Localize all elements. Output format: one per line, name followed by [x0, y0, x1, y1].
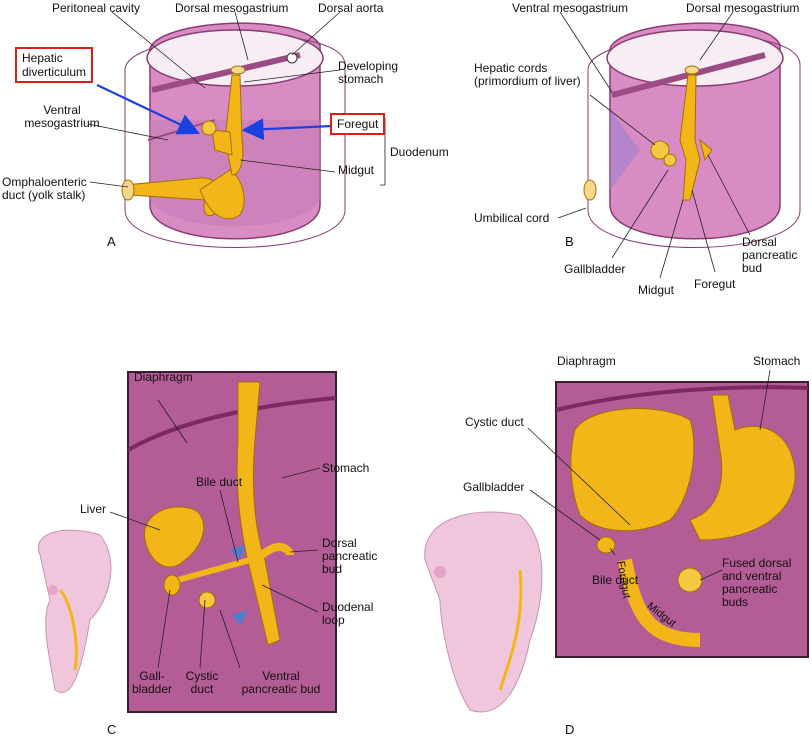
ventral-mesogastrium-a-line-2: mesogastrium: [24, 116, 100, 130]
fused-buds-line-3: pancreatic: [722, 582, 778, 596]
label-umbilical-cord: Umbilical cord: [474, 211, 550, 225]
label-dorsal-aorta: Dorsal aorta: [318, 1, 384, 15]
dorsal-pancreatic-b-line-3: bud: [742, 261, 763, 275]
label-ventral-pancreatic-bud: Ventral pancreatic bud: [234, 670, 328, 696]
label-fused-buds: Fused dorsal and ventral pancreatic buds: [722, 557, 791, 609]
duodenal-loop-line-2: loop: [322, 613, 345, 627]
fused-buds-line-4: buds: [722, 595, 749, 609]
label-dorsal-pancreatic-bud-b: Dorsal pancreatic bud: [742, 236, 797, 275]
developing-stomach-line-2: stomach: [338, 72, 384, 86]
label-liver: Liver: [80, 502, 107, 516]
label-dorsal-mesogastrium-a: Dorsal mesogastrium: [175, 1, 289, 15]
gallbladder-c-line-2: bladder: [131, 682, 173, 696]
panel-d-drawing: [424, 369, 809, 713]
label-cystic-duct-d: Cystic duct: [465, 415, 524, 429]
label-hepatic-cords: Hepatic cords (primordium of liver): [474, 62, 581, 88]
dorsal-pancreatic-b-line-2: pancreatic: [742, 248, 798, 262]
label-bile-duct-c: Bile duct: [196, 475, 243, 489]
label-gallbladder-c: Gall- bladder: [126, 670, 178, 696]
panel-a-drawing: [87, 11, 386, 248]
panel-letter-d: D: [565, 722, 575, 737]
developing-stomach-line-1: Developing: [338, 59, 399, 73]
panel-letter-a: A: [107, 234, 116, 249]
dorsal-pancreatic-c-line-2: pancreatic: [322, 549, 378, 563]
fused-buds-line-1: Fused dorsal: [722, 556, 792, 570]
dorsal-pancreatic-c-line-1: Dorsal: [322, 536, 357, 550]
dorsal-pancreatic-c-line-3: bud: [322, 562, 343, 576]
label-omphaloenteric-duct: Omphaloenteric duct (yolk stalk): [2, 176, 87, 202]
cystic-duct-c-line-1: Cystic: [185, 669, 219, 683]
label-bile-duct-d: Bile duct: [592, 573, 639, 587]
label-gallbladder-d: Gallbladder: [463, 480, 525, 494]
panel-c-drawing: [37, 371, 337, 713]
hepatic-diverticulum-line-2: diverticulum: [22, 65, 87, 79]
label-duodenal-loop: Duodenal loop: [322, 601, 373, 627]
label-midgut-b: Midgut: [638, 283, 675, 297]
omphaloenteric-line-1: Omphaloenteric: [2, 175, 87, 189]
label-stomach-d: Stomach: [753, 354, 801, 368]
label-diaphragm-d: Diaphragm: [557, 354, 616, 368]
panel-letter-c: C: [107, 722, 117, 737]
panel-b-drawing: [557, 11, 801, 279]
label-gallbladder-b: Gallbladder: [564, 262, 626, 276]
ventral-mesogastrium-a-line-1: Ventral: [43, 103, 81, 117]
label-dorsal-mesogastrium-b: Dorsal mesogastrium: [686, 1, 800, 15]
label-stomach-c: Stomach: [322, 461, 370, 475]
label-peritoneal-cavity: Peritoneal cavity: [52, 1, 141, 15]
label-cystic-duct-c: Cystic duct: [182, 670, 222, 696]
fused-buds-line-2: and ventral: [722, 569, 782, 583]
label-foregut-b: Foregut: [694, 277, 736, 291]
ventral-pancreatic-line-2: pancreatic bud: [241, 682, 321, 696]
panel-letter-b: B: [565, 234, 574, 249]
hepatic-cords-line-2: (primordium of liver): [474, 74, 581, 88]
hepatic-cords-line-1: Hepatic cords: [474, 61, 548, 75]
label-dorsal-pancreatic-bud-c: Dorsal pancreatic bud: [322, 537, 377, 576]
label-duodenum: Duodenum: [390, 145, 449, 159]
ventral-pancreatic-line-1: Ventral: [262, 669, 300, 683]
label-hepatic-diverticulum-highlight: Hepatic diverticulum: [15, 47, 94, 83]
label-ventral-mesogastrium-a: Ventral mesogastrium: [22, 104, 102, 130]
label-foregut-highlight: Foregut: [330, 113, 386, 135]
cystic-duct-c-line-2: duct: [190, 682, 214, 696]
label-midgut-a: Midgut: [338, 163, 375, 177]
label-developing-stomach: Developing stomach: [338, 60, 398, 86]
dorsal-pancreatic-b-line-1: Dorsal: [742, 235, 777, 249]
duodenal-loop-line-1: Duodenal: [322, 600, 374, 614]
hepatic-diverticulum-line-1: Hepatic: [22, 51, 63, 65]
label-ventral-mesogastrium-b: Ventral mesogastrium: [512, 1, 629, 15]
label-diaphragm-c: Diaphragm: [134, 370, 193, 384]
omphaloenteric-line-2: duct (yolk stalk): [2, 188, 86, 202]
gallbladder-c-line-1: Gall-: [139, 669, 165, 683]
